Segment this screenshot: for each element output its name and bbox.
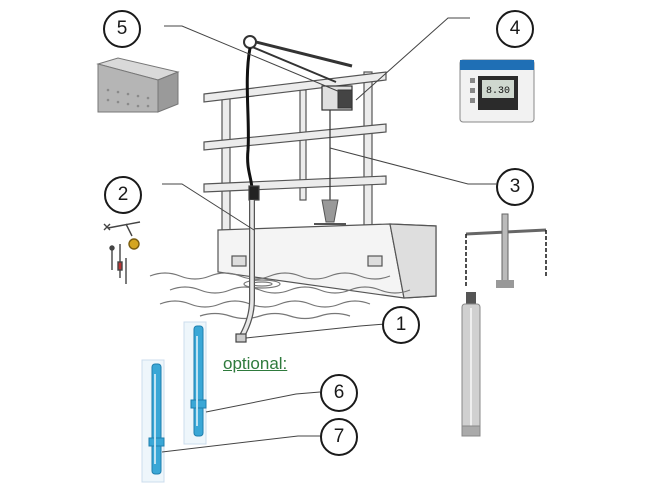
callout-5: 5 <box>103 10 141 48</box>
leader-line-4 <box>355 17 470 101</box>
chain-retainer-accessory <box>465 213 547 288</box>
leader-line-1 <box>245 323 387 339</box>
transmitter-device: 8.30 <box>459 59 535 123</box>
sensor-probe <box>461 292 481 437</box>
sensor-holder-accessory <box>103 221 141 284</box>
callout-3: 3 <box>496 168 534 206</box>
leader-line-5 <box>164 25 341 93</box>
optional-label: optional: <box>223 354 288 373</box>
leader-lines <box>161 17 496 453</box>
transmitter-display-value: 8.30 <box>486 86 510 97</box>
immersion-assembly <box>235 185 260 343</box>
weather-protection-cover <box>96 57 180 113</box>
callout-4: 4 <box>496 10 534 48</box>
leader-line-3 <box>329 147 496 185</box>
basin-wall <box>217 223 437 299</box>
callout-6: 6 <box>320 374 358 412</box>
swing-arm-holder <box>243 35 353 225</box>
callout-7: 7 <box>320 418 358 456</box>
optional-sensor-6 <box>183 321 207 445</box>
water-surface <box>149 272 411 320</box>
leader-line-2 <box>162 183 255 231</box>
sensor-cable <box>245 47 254 191</box>
callout-2: 2 <box>104 176 142 214</box>
leader-line-6 <box>205 391 321 413</box>
callout-1: 1 <box>382 306 420 344</box>
optional-sensor-7 <box>141 359 165 483</box>
leader-line-7 <box>161 435 322 453</box>
